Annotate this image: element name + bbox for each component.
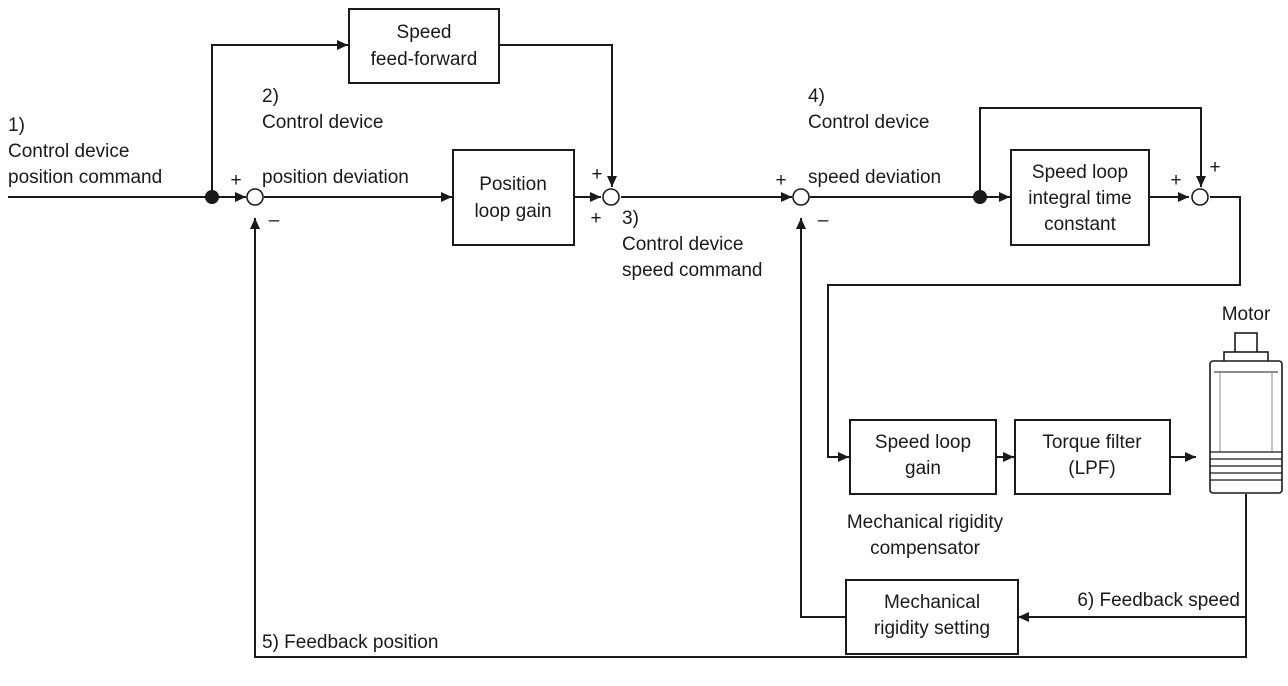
signal-label-3: 3) Control device speed command: [622, 208, 762, 281]
compensator-label: Mechanical rigidity compensator: [847, 512, 1004, 559]
block-label: integral time: [1028, 188, 1132, 209]
signal-label-5: 5) Feedback position: [262, 632, 438, 653]
plus-sign: +: [1209, 157, 1220, 178]
compensator-label-line: Mechanical rigidity: [847, 512, 1004, 533]
block-label: Speed loop: [875, 432, 971, 453]
plus-sign: +: [230, 170, 241, 191]
minus-sign: –: [818, 210, 829, 231]
plus-sign: +: [590, 208, 601, 229]
arrow-head: [1178, 192, 1189, 202]
arrow-head: [999, 192, 1010, 202]
arrowheads: [235, 40, 1206, 622]
integral-bypass-line: [979, 107, 1202, 197]
position-loop-gain-block: Position loop gain: [452, 149, 575, 246]
plus-sign: +: [1170, 170, 1181, 191]
block-label: feed-forward: [371, 49, 478, 70]
signal-label-line: 4): [808, 86, 825, 107]
torque-filter-block: Torque filter (LPF): [1014, 419, 1171, 495]
summing-junction-speed: [792, 188, 810, 206]
signal-label-line: 3): [622, 208, 639, 229]
signal-label-line: speed deviation: [808, 167, 941, 188]
block-label: rigidity setting: [874, 618, 990, 639]
arrow-head: [590, 192, 601, 202]
plus-sign: +: [591, 164, 602, 185]
block-label: gain: [905, 458, 941, 479]
speed-integral-block: Speed loop integral time constant: [1010, 149, 1150, 246]
signal-label-1: 1) Control device position command: [8, 115, 162, 188]
branch-point: [973, 190, 987, 204]
arrow-head: [796, 218, 806, 229]
signal-label-2: 2) Control device position deviation: [262, 86, 409, 188]
block-label: Speed: [397, 22, 452, 43]
summing-junction-position: [246, 188, 264, 206]
arrow-head: [838, 452, 849, 462]
arrow-head: [781, 192, 792, 202]
minus-sign: –: [269, 210, 280, 231]
signal-label-line: Control device: [262, 112, 383, 133]
arrow-head: [235, 192, 246, 202]
feedback-position-line: [254, 218, 1247, 658]
mechanical-rigidity-block: Mechanical rigidity setting: [845, 579, 1019, 655]
signal-label-line: 2): [262, 86, 279, 107]
summing-junction-feedforward: [602, 188, 620, 206]
speed-loop-gain-block: Speed loop gain: [849, 419, 997, 495]
branch-point: [205, 190, 219, 204]
signal-label-4: 4) Control device speed deviation: [808, 86, 941, 188]
signal-label-line: 1): [8, 115, 25, 136]
motor-label: Motor: [1222, 304, 1271, 325]
sign-marks: + – + + + – + +: [230, 157, 1220, 231]
arrow-head: [1003, 452, 1014, 462]
signal-label-line: speed command: [622, 260, 762, 281]
plus-sign: +: [775, 170, 786, 191]
arrow-head: [250, 218, 260, 229]
torque-path-line: [827, 196, 1241, 458]
speed-feedforward-block: Speed feed-forward: [348, 8, 500, 84]
arrow-head: [441, 192, 452, 202]
signal-label-line: Control device: [8, 141, 129, 162]
block-label: Mechanical: [884, 592, 980, 613]
block-label: Speed loop: [1032, 162, 1128, 183]
signal-label-6: 6) Feedback speed: [1077, 590, 1240, 611]
block-label: Torque filter: [1042, 432, 1142, 453]
signal-label-line: Control device: [808, 112, 929, 133]
signal-lines: [8, 44, 1247, 658]
signal-label-line: position command: [8, 167, 162, 188]
block-label: loop gain: [474, 201, 551, 222]
signal-label-line: Control device: [622, 234, 743, 255]
feedforward-branch-line: [211, 44, 348, 197]
summing-junction-integral: [1191, 188, 1209, 206]
arrow-head: [1185, 452, 1196, 462]
motor-icon: [1209, 332, 1283, 494]
block-label: constant: [1044, 214, 1117, 235]
block-label: (LPF): [1068, 458, 1116, 479]
arrow-head: [607, 176, 617, 187]
compensator-label-line: compensator: [870, 538, 981, 559]
feedforward-output-line: [499, 44, 613, 187]
arrow-head: [337, 40, 348, 50]
compensator-output-line: [800, 218, 846, 618]
signal-label-line: position deviation: [262, 167, 409, 188]
arrow-head: [1196, 176, 1206, 187]
block-label: Position: [479, 174, 547, 195]
arrow-head: [1018, 612, 1029, 622]
